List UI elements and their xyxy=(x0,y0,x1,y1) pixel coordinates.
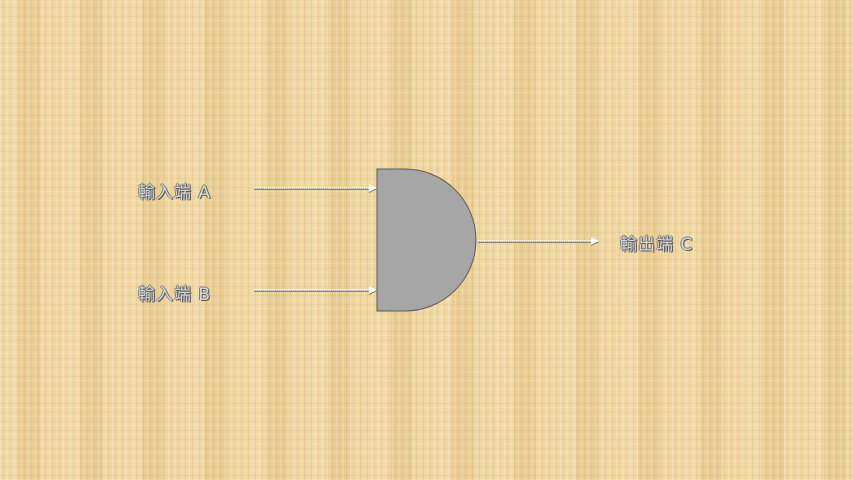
input-a-label: 輸入端 A xyxy=(138,183,212,203)
input-b-label: 輸入端 B xyxy=(138,285,212,305)
and-gate-shape xyxy=(376,168,477,312)
output-c-label: 輸出端 C xyxy=(620,235,694,255)
